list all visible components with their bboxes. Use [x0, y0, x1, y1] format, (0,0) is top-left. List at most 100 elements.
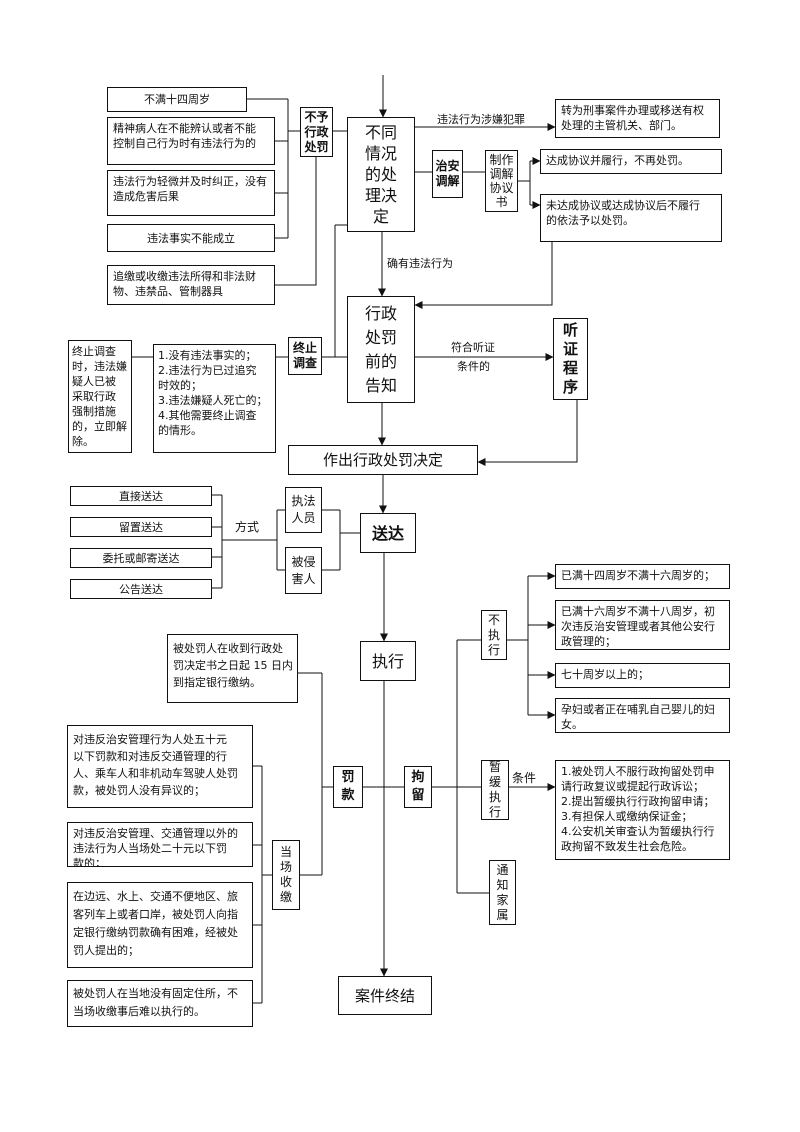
crime-result-box: 转为刑事案件办理或移送有权 处理的主管机关、部门。 [555, 99, 720, 138]
terminate-link [322, 224, 347, 358]
text-line: 委托或邮寄送达 [102, 551, 180, 565]
text-line: 序 [562, 378, 578, 396]
text-line: 未达成协议或达成协议后不履行 [546, 199, 700, 212]
text-line: 理决 [364, 186, 397, 205]
text-line: 拘 [411, 770, 425, 785]
onsite-case-4: 被处罚人在当地没有固定住所，不 当场收缴事后难以执行的。 [67, 980, 253, 1027]
text-line: 强制措施 [72, 405, 116, 418]
decision-box: 不同 情况 的处 理决 定 [347, 117, 415, 232]
onsite-case-3: 在边远、水上、交通不便地区、旅 客列车上或者口岸，被处罚人向指 定银行缴纳罚款确… [67, 882, 253, 968]
case-closed-box: 案件终结 [338, 976, 432, 1015]
not-execute-case-3: 七十周岁以上的； [555, 663, 730, 688]
crime-condition-label: 违法行为涉嫌犯罪 [437, 113, 525, 126]
text-line: 执 [488, 790, 501, 804]
terminate-box: 终止 调查 [288, 337, 322, 375]
fulfilled-box: 达成协议并履行，不再处罚。 [540, 149, 722, 174]
text-line: 疑人已被 [72, 375, 116, 388]
method-mail: 委托或邮寄送达 [70, 548, 212, 568]
hearing-condition-label: 符合听证 [451, 341, 495, 354]
text-line: 对违反治安管理、交通管理以外的 [73, 827, 238, 840]
text-line: 对违反治安管理行为人处五十元 [73, 733, 227, 746]
text-line: 罚 [341, 770, 355, 785]
text-line: 程 [562, 359, 578, 377]
text-line: 孕妇或者正在哺乳自己婴儿的妇 [561, 703, 715, 716]
unfulfilled-box: 未达成协议或达成协议后不履行 的依法予以处罚。 [540, 194, 722, 242]
text-line: 属 [496, 907, 509, 922]
text-line: 书 [495, 195, 508, 209]
text-line: 3.有担保人或缴纳保证金； [561, 810, 693, 823]
text-line: 暂 [488, 760, 501, 774]
confiscate-box: 追缴或收缴违法所得和非法财 物、违禁品、管制器具 [107, 265, 275, 305]
agreement-bracket [518, 161, 531, 205]
text-line: 2.违法行为已过追究 [158, 364, 257, 377]
text-line: 违法行为轻微并及时纠正，没有 [113, 175, 267, 188]
text-line: 精神病人在不能辨认或者不能 [113, 122, 256, 135]
text-line: 控制自己行为时有违法行为的 [113, 137, 256, 150]
text-line: 被侵 [291, 554, 316, 569]
text-line: 1.被处罚人不服行政拘留处罚申 [561, 765, 715, 778]
hearing-to-decision-arrow [477, 400, 578, 466]
text-line: 不 [487, 612, 500, 627]
text-line: 执行 [371, 651, 404, 671]
text-line: 时，违法嫌 [72, 360, 127, 373]
text-line: 场 [279, 860, 292, 874]
method-public: 公告送达 [70, 579, 212, 599]
not-execute-case-1: 已满十四周岁不满十六周岁的； [555, 564, 730, 589]
reason-mental-illness: 精神病人在不能辨认或者不能 控制自己行为时有违法行为的 [107, 117, 275, 165]
text-line: 的处 [364, 165, 397, 184]
text-line: 4.其他需要终止调查 [158, 409, 257, 422]
text-line: 不予 [304, 109, 329, 124]
hearing-condition-label: 条件的 [457, 360, 490, 373]
text-line: 害人 [291, 571, 316, 586]
text-line: 行政 [304, 124, 329, 139]
text-line: 知 [496, 877, 509, 892]
agreement-box: 制作 调解 协议 书 [485, 150, 518, 212]
confiscate-link [275, 157, 317, 286]
text-line: 执 [487, 627, 500, 642]
text-line: 已满十六周岁不满十八周岁，初 [561, 605, 715, 618]
text-line: 案件终结 [354, 986, 415, 1005]
mediation-box: 治安 调解 [432, 150, 463, 198]
text-line: 治安 [435, 159, 460, 173]
text-line: 前的 [364, 351, 397, 371]
violation-condition-label: 确有违法行为 [387, 257, 453, 270]
text-line: 处理的主管机关、部门。 [561, 119, 682, 132]
text-line: 调解 [489, 167, 514, 181]
not-execute-box: 不 执 行 [481, 610, 507, 660]
reason-no-fact: 违法事实不能成立 [107, 224, 275, 252]
unfulfilled-to-notice-arrow [414, 242, 553, 309]
execution-box: 执行 [360, 641, 416, 681]
text-line: 通 [496, 862, 509, 877]
text-line: 被处罚人在收到行政处 [173, 642, 283, 655]
text-line: 已满十四周岁不满十六周岁的； [561, 569, 715, 582]
text-line: 直接送达 [119, 489, 163, 503]
onsite-case-1: 对违反治安管理行为人处五十元 以下罚款和对违反交通管理的行 人、乘车人和非机动车… [67, 725, 253, 808]
detention-bracket [432, 639, 489, 894]
suspend-condition-label: 条件 [512, 771, 537, 785]
text-line: 定银行缴纳罚款确有困难，经被处 [73, 926, 238, 939]
recipient-officer-box: 执法 人员 [285, 487, 322, 533]
text-line: 3.违法嫌疑人死亡的； [158, 394, 268, 407]
text-line: 人、乘车人和非机动车驾驶人处罚 [73, 767, 238, 780]
text-line: 当场收缴事后难以执行的。 [73, 1005, 205, 1018]
no-punishment-box: 不予 行政 处罚 [300, 107, 333, 157]
text-line: 证 [562, 340, 578, 358]
text-line: 公告送达 [119, 582, 163, 596]
punishment-decision-box: 作出行政处罚决定 [288, 445, 478, 475]
fine-box: 罚 款 [333, 766, 363, 808]
text-line: 缓 [488, 775, 501, 789]
text-line: 行 [488, 805, 501, 819]
hearing-box: 听 证 程 序 [553, 318, 588, 400]
pre-notice-box: 行政 处罚 前的 告知 [347, 296, 415, 403]
notify-family-box: 通 知 家 属 [489, 860, 516, 925]
fine-bracket [298, 672, 333, 876]
text-line: 留 [411, 788, 425, 803]
text-line: 采取行政 [72, 390, 116, 403]
text-line: 终止 [292, 341, 317, 355]
methods-bracket [212, 494, 285, 589]
onsite-bracket [253, 765, 272, 1004]
method-label: 方式 [235, 520, 260, 534]
text-line: 4.公安机关审查认为暂缓执行行 [561, 825, 715, 838]
